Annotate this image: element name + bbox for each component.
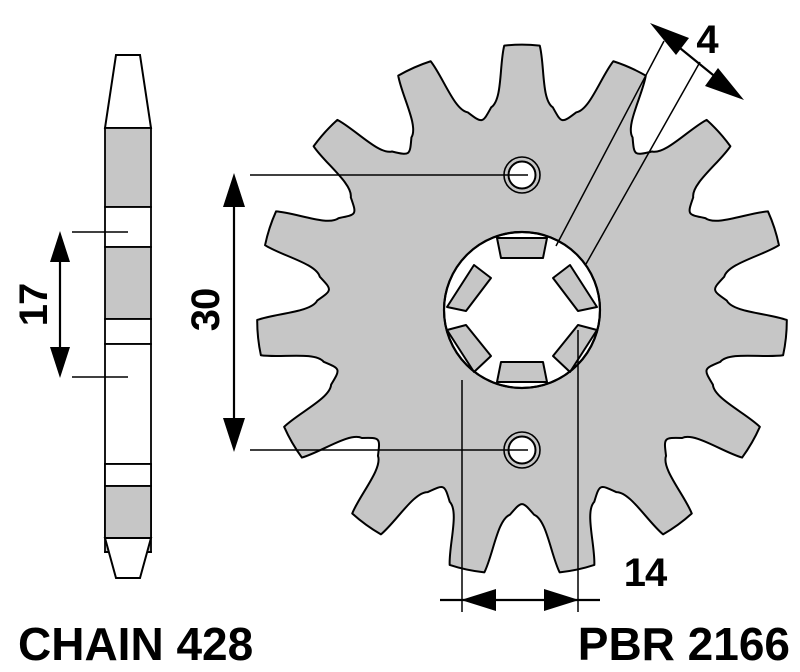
dimension-30-arrow-down	[223, 418, 245, 452]
side-band-2	[104, 206, 152, 248]
face-view: 30 4 14	[184, 18, 788, 612]
dimension-14: 14	[440, 330, 669, 612]
dimension-30-arrow-up	[223, 173, 245, 207]
dimension-30-label: 30	[184, 289, 228, 332]
dimension-17-arrow-down	[50, 347, 70, 378]
spline-tooth-1	[496, 237, 548, 259]
side-band-4	[104, 318, 152, 345]
side-band-5	[104, 343, 152, 465]
dimension-30: 30	[184, 173, 528, 452]
side-band-1	[104, 127, 152, 208]
dimension-4-arrow-start	[650, 23, 689, 55]
side-profile-view: 17	[12, 54, 153, 579]
side-band-8	[104, 463, 152, 487]
dimension-14-arrow-left	[461, 589, 496, 611]
dimension-4: 4	[555, 18, 744, 265]
spline-tooth-2	[552, 264, 598, 312]
dimension-17-label: 17	[12, 284, 56, 327]
splined-bore	[442, 230, 602, 390]
bore-outline	[442, 230, 602, 390]
spline-tooth-5	[446, 324, 492, 373]
side-taper-bottom	[103, 537, 153, 579]
dimension-17-arrow-up	[50, 231, 70, 262]
dimension-4-leader-a	[555, 40, 665, 247]
dimension-4-label: 4	[696, 18, 719, 62]
spline-teeth-group	[446, 237, 598, 383]
spline-tooth-3	[552, 324, 598, 373]
side-band-9	[104, 485, 152, 539]
dimension-14-label: 14	[624, 551, 668, 595]
dimension-17: 17	[12, 231, 128, 378]
spline-tooth-6	[446, 264, 492, 312]
dimension-4-leader-b	[585, 61, 701, 265]
side-band-3	[104, 246, 152, 320]
part-number-label: PBR 2166	[578, 618, 790, 670]
spline-tooth-4	[496, 361, 548, 383]
dimension-4-arrow-end	[705, 68, 744, 100]
dimension-14-arrow-right	[544, 589, 579, 611]
chain-label: CHAIN 428	[18, 618, 253, 670]
